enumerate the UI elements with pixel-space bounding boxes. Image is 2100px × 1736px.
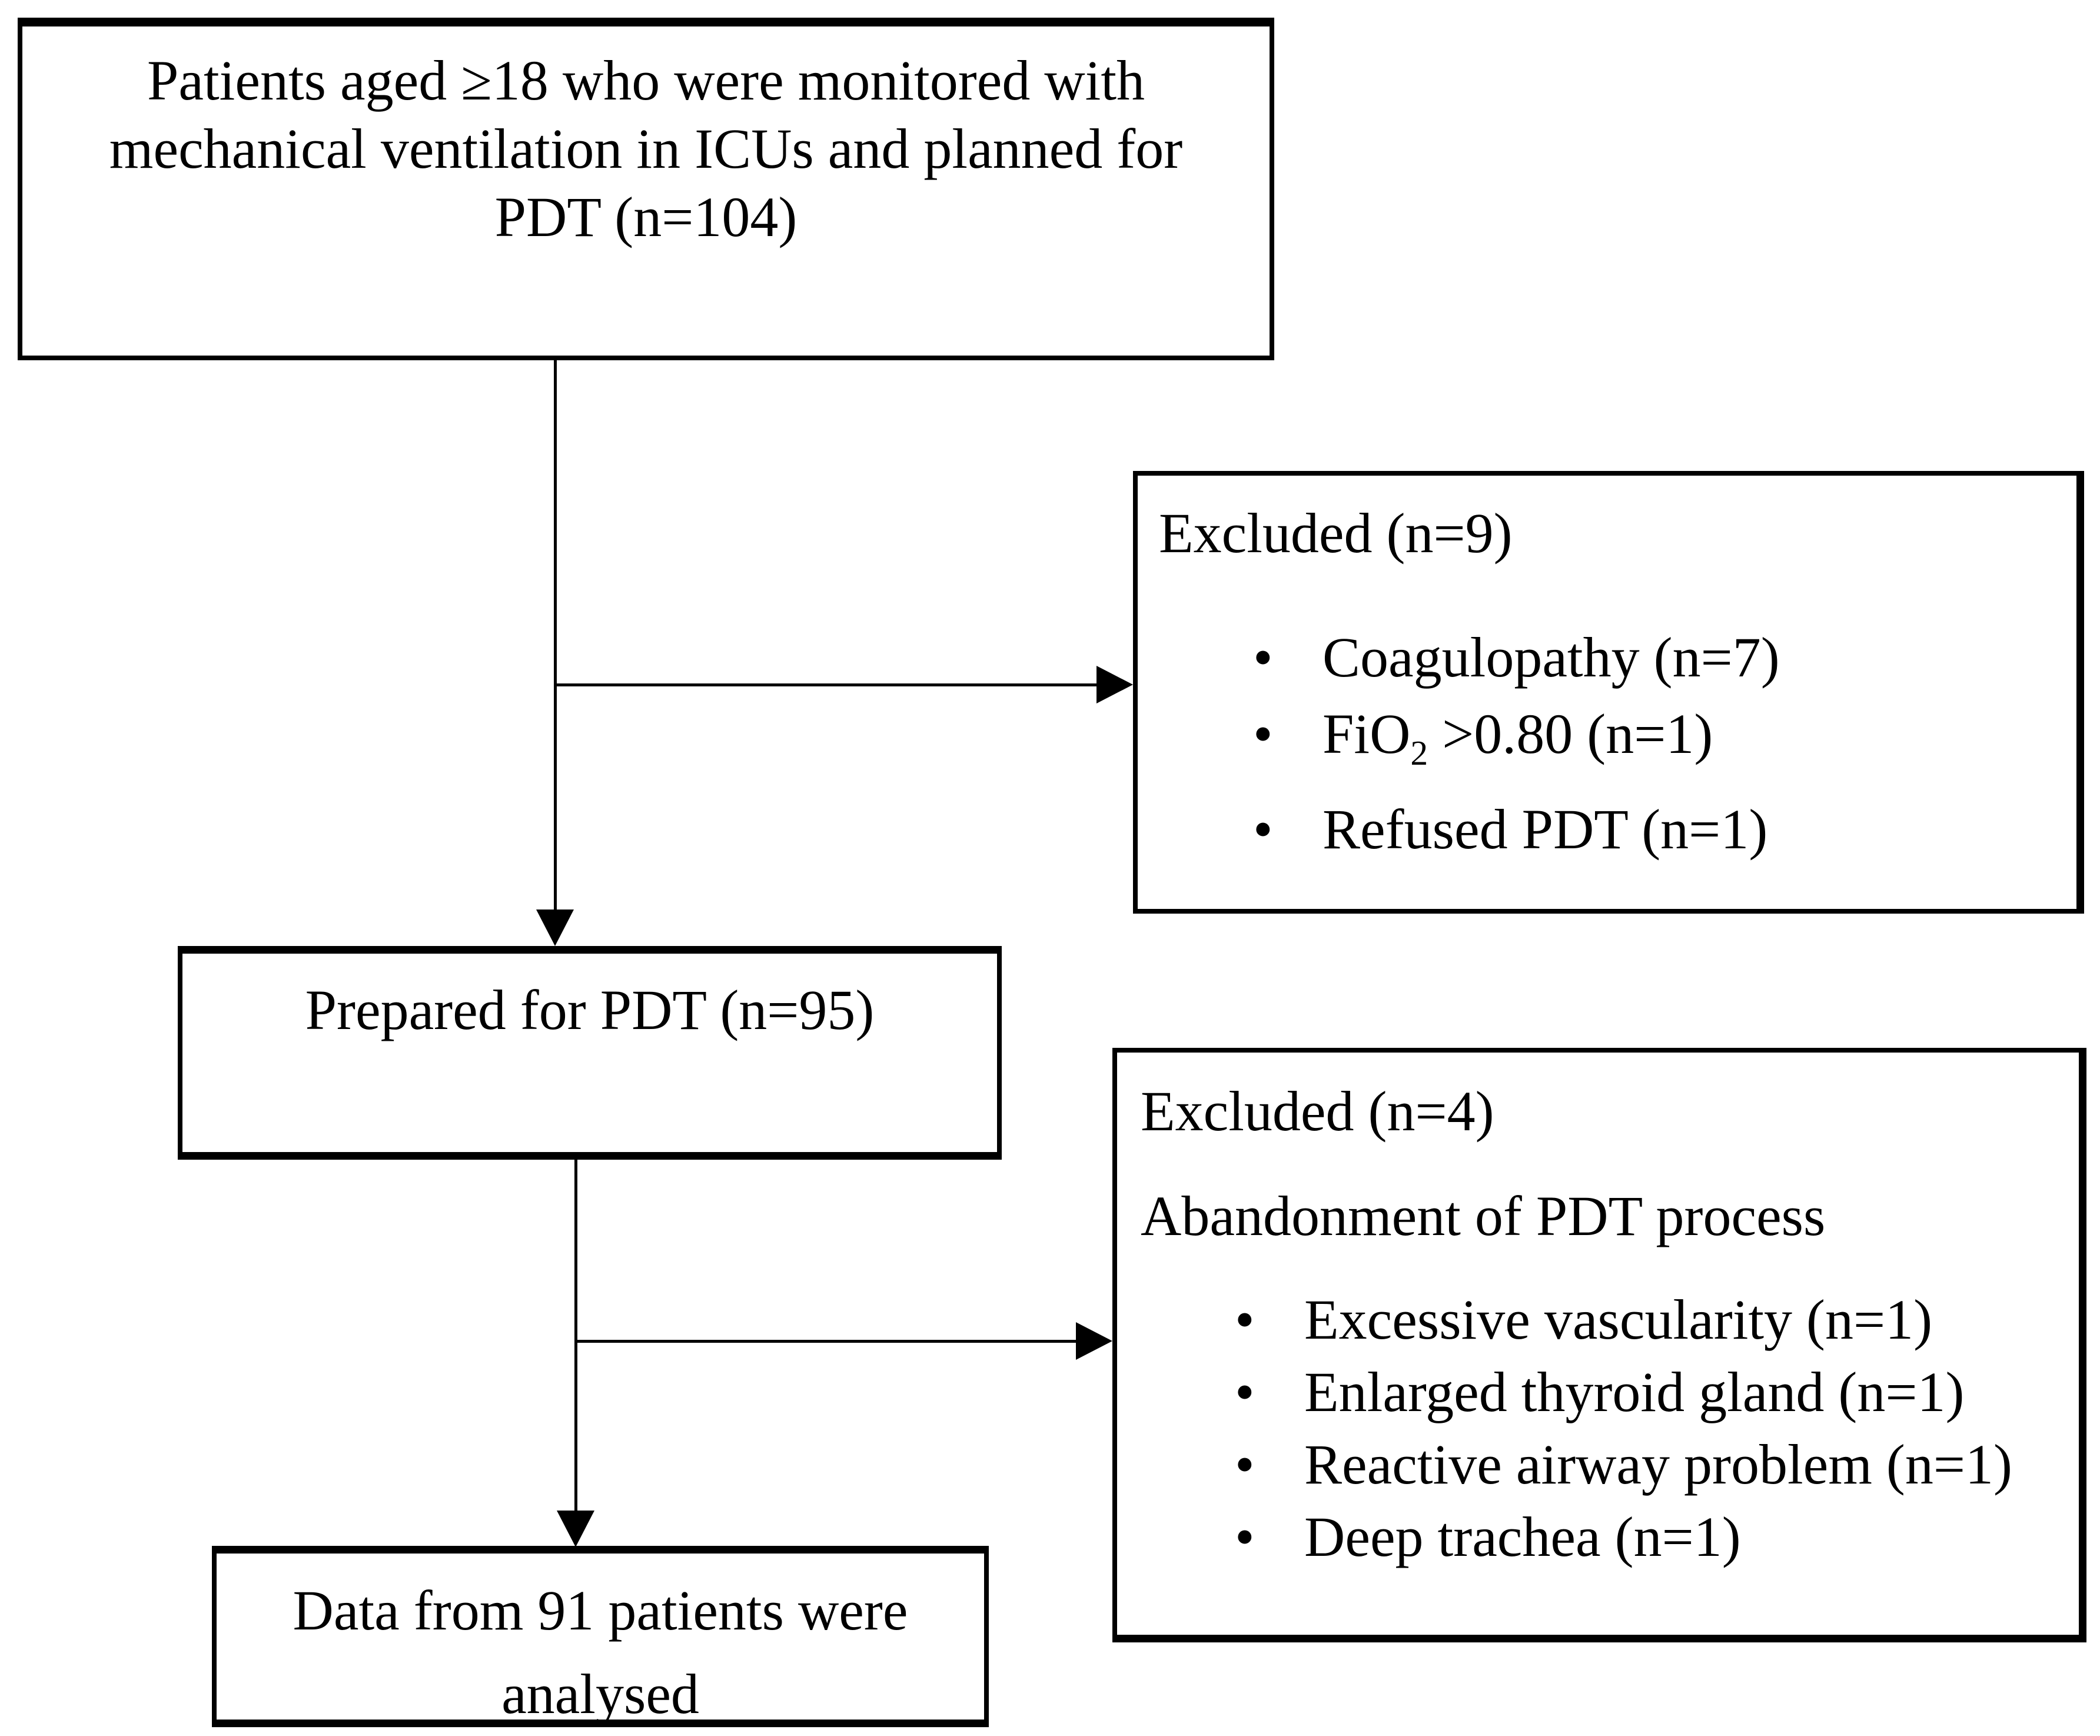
excluded1-item-label-pre: FiO	[1323, 702, 1411, 765]
bullet-icon: •	[1253, 798, 1273, 861]
excluded2-item-label: Deep trachea (n=1)	[1304, 1505, 1741, 1568]
excluded2-item-trachea: • Deep trachea (n=1)	[1141, 1501, 2055, 1573]
bullet-icon: •	[1235, 1433, 1255, 1496]
excluded-box-2: Excluded (n=4) Abandonment of PDT proces…	[1112, 1048, 2086, 1642]
excluded2-title: Excluded (n=4)	[1141, 1080, 1494, 1143]
excluded1-item-label: Refused PDT (n=1)	[1323, 798, 1768, 861]
excluded2-list: • Excessive vascularity (n=1) • Enlarged t…	[1141, 1283, 2055, 1573]
excluded2-item-label: Excessive vascularity (n=1)	[1304, 1288, 1933, 1351]
excluded1-item-fio2: • FiO2 >0.80 (n=1)	[1159, 696, 2055, 791]
prepared-box: Prepared for PDT (n=95)	[178, 946, 1002, 1160]
excluded2-item-vascularity: • Excessive vascularity (n=1)	[1141, 1283, 2055, 1356]
excluded2-item-label: Enlarged thyroid gland (n=1)	[1304, 1360, 1965, 1423]
excluded2-item-label: Reactive airway problem (n=1)	[1304, 1433, 2012, 1496]
bullet-icon: •	[1235, 1288, 1255, 1351]
excluded1-item-label: Coagulopathy (n=7)	[1323, 626, 1780, 689]
excluded2-item-thyroid: • Enlarged thyroid gland (n=1)	[1141, 1356, 2055, 1428]
enrollment-line-3: PDT (n=104)	[494, 185, 798, 248]
excluded1-title: Excluded (n=9)	[1159, 502, 1513, 565]
excluded1-item-label-post: >0.80 (n=1)	[1428, 702, 1713, 765]
analysed-line-1: Data from 91 patients were	[293, 1579, 908, 1642]
connector-to-excluded-2	[574, 1340, 1077, 1343]
connector-enrollment-to-prepared	[554, 360, 557, 911]
enrollment-box: Patients aged ≥18 who were monitored wit…	[18, 18, 1274, 360]
excluded1-item-label-subscript: 2	[1410, 733, 1428, 773]
arrow-down-icon	[536, 910, 574, 946]
excluded1-item-refused: • Refused PDT (n=1)	[1159, 791, 2055, 868]
enrollment-line-1: Patients aged ≥18 who were monitored wit…	[147, 49, 1145, 112]
bullet-icon: •	[1253, 626, 1273, 689]
analysed-line-2: analysed	[501, 1662, 699, 1725]
prepared-text: Prepared for PDT (n=95)	[305, 978, 875, 1041]
connector-prepared-to-analysed	[574, 1160, 577, 1512]
excluded-box-1: Excluded (n=9) • Coagulopathy (n=7) • FiO2…	[1133, 471, 2084, 914]
bullet-icon: •	[1235, 1360, 1255, 1423]
bullet-icon: •	[1235, 1505, 1255, 1568]
analysed-box: Data from 91 patients were analysed	[212, 1546, 989, 1727]
excluded2-subtitle: Abandonment of PDT process	[1141, 1184, 1826, 1247]
arrow-right-icon	[1096, 666, 1133, 703]
excluded1-item-coagulopathy: • Coagulopathy (n=7)	[1159, 619, 2055, 696]
arrow-down-icon	[557, 1511, 594, 1547]
excluded2-item-airway: • Reactive airway problem (n=1)	[1141, 1428, 2055, 1501]
connector-to-excluded-1	[554, 683, 1098, 686]
excluded1-list: • Coagulopathy (n=7) • FiO2 >0.80 (n=1) • R…	[1159, 619, 2055, 868]
bullet-icon: •	[1253, 702, 1273, 765]
enrollment-line-2: mechanical ventilation in ICUs and plann…	[109, 117, 1183, 180]
arrow-right-icon	[1076, 1322, 1112, 1360]
